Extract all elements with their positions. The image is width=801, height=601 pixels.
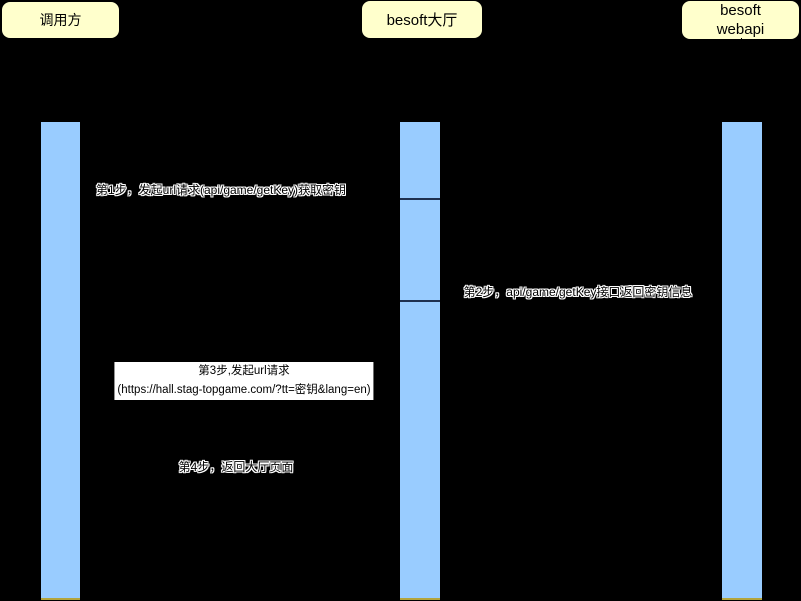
- caller-activation-bar: [41, 122, 80, 600]
- hall-activation-bar: [400, 122, 440, 600]
- actor-label-webapi-line1: besoft: [720, 2, 761, 19]
- webapi-activation-bar: [722, 122, 762, 600]
- step3-label-note: 第3步,发起url请求 (https://hall.stag-topgame.c…: [114, 362, 374, 400]
- step3-arrowhead-icon: [391, 400, 400, 410]
- hall-activation-divider-1: [400, 198, 440, 200]
- step2-arrowhead-icon: [440, 297, 449, 307]
- step2-label: 第2步，api/game/getKey接口返回密钥信息: [463, 285, 693, 299]
- actor-box-webapi: besoft webapi: [682, 1, 799, 39]
- actor-label-caller: 调用方: [39, 12, 82, 28]
- step3-label-line1: 第3步,发起url请求: [198, 365, 290, 377]
- step3-label-line2: (https://hall.stag-topgame.com/?tt=密钥&la…: [117, 384, 371, 396]
- actor-label-webapi-line2: webapi: [716, 21, 765, 38]
- actor-box-caller: 调用方: [2, 2, 119, 38]
- step3-arrow: [80, 400, 400, 410]
- step1-arrow: [80, 195, 400, 205]
- step4-arrow: [80, 474, 400, 484]
- actor-box-hall: besoft大厅: [362, 1, 482, 38]
- step1-label: 第1步，发起url请求(api/game/getKey)获取密钥: [95, 183, 347, 197]
- step4-label: 第4步，返回大厅页面: [178, 460, 294, 474]
- step1-arrowhead-icon: [391, 195, 400, 205]
- step2-arrow: [440, 297, 722, 307]
- hall-activation-divider-2: [400, 300, 440, 302]
- actor-label-hall: besoft大厅: [386, 12, 458, 29]
- step4-arrowhead-icon: [80, 474, 89, 484]
